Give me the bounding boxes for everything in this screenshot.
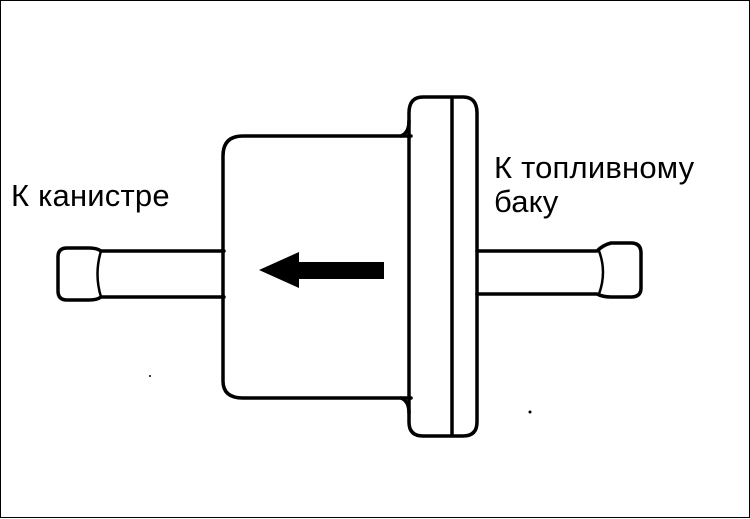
label-to-fuel-tank: К топливному баку	[494, 151, 694, 219]
speck-dot	[149, 375, 151, 377]
label-to-canister: К канистре	[11, 178, 170, 213]
flow-arrow-icon	[259, 252, 384, 288]
left-pipe	[56, 246, 226, 302]
speck-dot	[528, 410, 532, 414]
right-pipe	[475, 241, 643, 299]
label-to-fuel-tank-line2: баку	[494, 184, 559, 219]
label-to-fuel-tank-line1: К топливному	[494, 150, 695, 185]
filter-body	[221, 134, 413, 400]
filter-flange	[407, 95, 479, 438]
